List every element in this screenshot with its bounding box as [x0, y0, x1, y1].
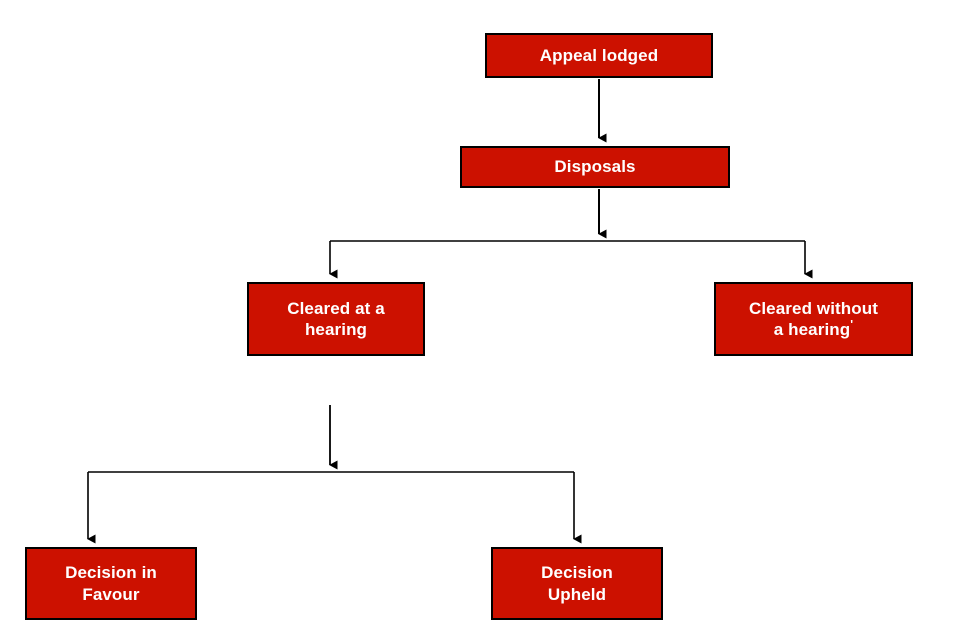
node-decision-in-favour[interactable]: Decision in Favour	[25, 547, 197, 620]
node-appeal-lodged[interactable]: Appeal lodged	[485, 33, 713, 78]
node-cleared-without-hearing-label: Cleared without a hearing'	[745, 298, 882, 341]
footnote-marker-icon: '	[850, 317, 854, 332]
bus-level-2	[329, 240, 813, 279]
node-cleared-without-hearing[interactable]: Cleared without a hearing'	[714, 282, 913, 356]
node-decision-in-favour-label: Decision in Favour	[65, 563, 157, 604]
node-disposals[interactable]: Disposals	[460, 146, 730, 188]
node-disposals-label: Disposals	[554, 157, 636, 177]
node-decision-upheld-label: Decision Upheld	[541, 563, 613, 604]
node-appeal-lodged-label: Appeal lodged	[539, 45, 659, 65]
node-cleared-at-hearing-label: Cleared at a hearing	[287, 298, 385, 339]
node-cleared-without-hearing-text: Cleared without a hearing	[748, 298, 878, 339]
node-cleared-at-hearing[interactable]: Cleared at a hearing	[247, 282, 425, 356]
bus-level-3	[87, 471, 582, 544]
node-decision-upheld[interactable]: Decision Upheld	[491, 547, 663, 620]
